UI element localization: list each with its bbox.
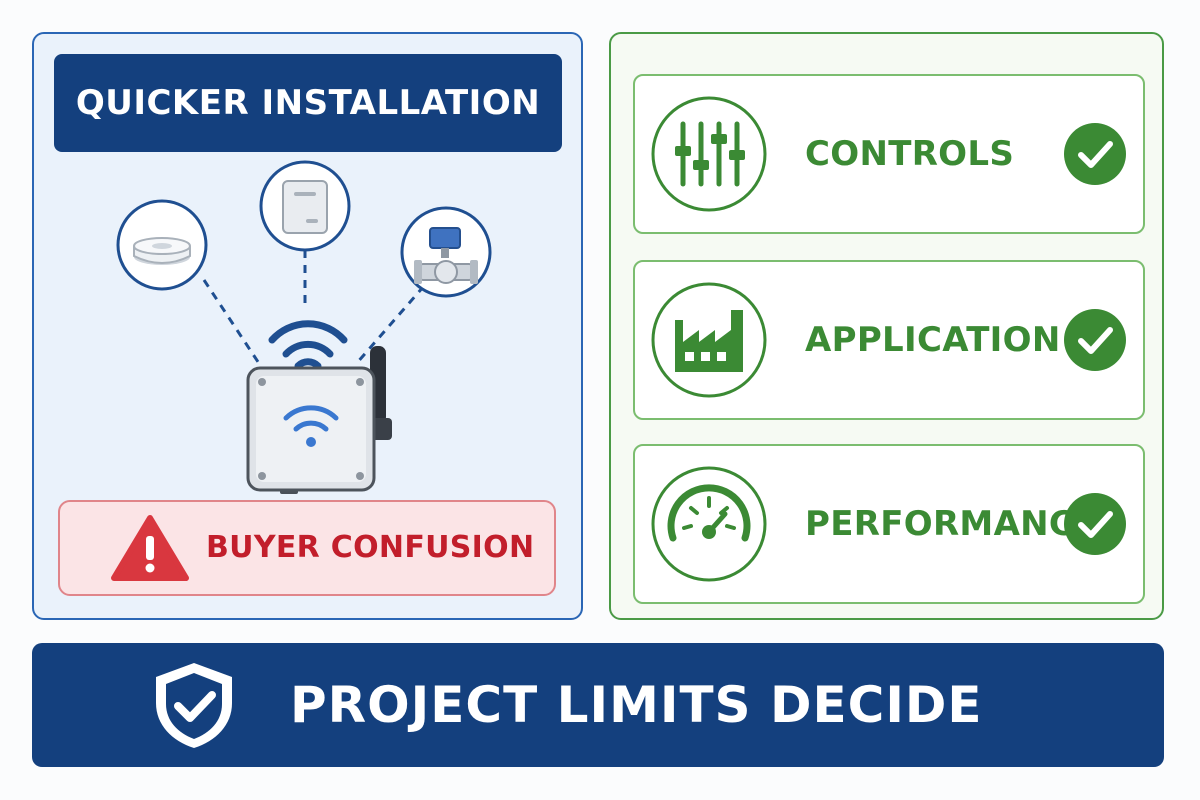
requirement-row-application: APPLICATION xyxy=(633,260,1145,420)
dashed-links xyxy=(202,250,426,375)
wall-sensor-icon xyxy=(259,160,351,252)
warning-box: BUYER CONFUSION xyxy=(58,500,556,596)
wifi-signal-icon xyxy=(268,320,348,370)
requirement-row-controls: CONTROLS xyxy=(633,74,1145,234)
requirements-panel: CONTROLS APPLICATION xyxy=(609,32,1164,620)
factory-icon xyxy=(651,282,767,398)
warning-triangle-icon xyxy=(111,515,189,581)
conclusion-banner: PROJECT LIMITS DECIDE xyxy=(32,643,1164,767)
valve-actuator-icon xyxy=(400,206,492,298)
requirement-label: CONTROLS xyxy=(805,134,1015,174)
check-icon xyxy=(1064,309,1126,371)
gauge-icon xyxy=(651,466,767,582)
installation-panel: QUICKER INSTALLATION BUYER CONFUSION xyxy=(32,32,583,620)
title-box: QUICKER INSTALLATION xyxy=(54,54,562,152)
device-network-diagram xyxy=(116,160,492,494)
check-icon xyxy=(1064,493,1126,555)
shield-check-icon xyxy=(156,663,232,748)
smoke-detector-icon xyxy=(116,199,208,291)
requirement-label: APPLICATION xyxy=(805,320,1061,360)
sliders-icon xyxy=(651,96,767,212)
panel-title: QUICKER INSTALLATION xyxy=(75,83,541,123)
check-icon xyxy=(1064,123,1126,185)
warning-label: BUYER CONFUSION xyxy=(206,530,535,565)
banner-title: PROJECT LIMITS DECIDE xyxy=(290,676,983,734)
wireless-gateway-icon xyxy=(246,346,392,494)
requirement-row-performance: PERFORMANCE xyxy=(633,444,1145,604)
requirement-label: PERFORMANCE xyxy=(805,504,1098,544)
link-valve xyxy=(354,285,426,365)
link-smoke-detector xyxy=(202,279,268,375)
